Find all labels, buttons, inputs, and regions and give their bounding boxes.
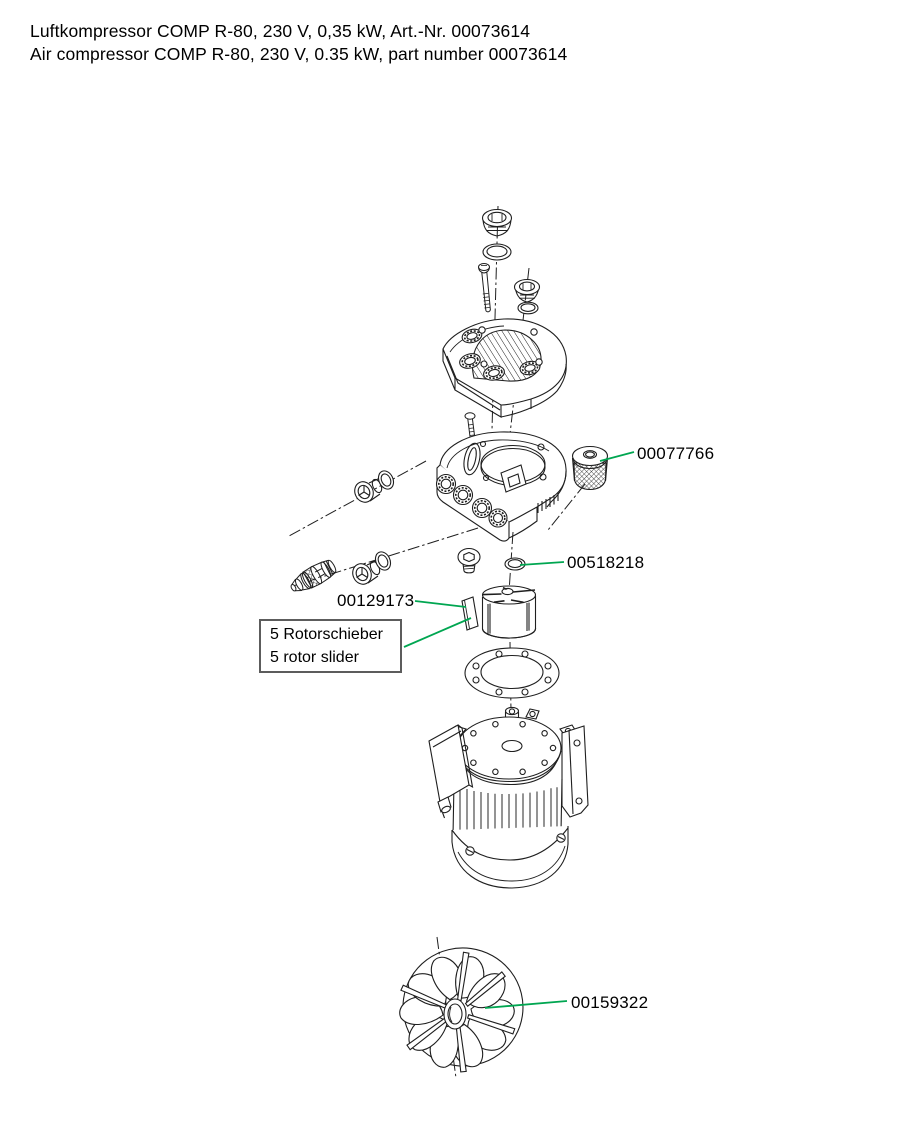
pump-housing [435,431,567,542]
title-german: Luftkompressor COMP R-80, 230 V, 0,35 kW… [30,21,531,41]
title-english: Air compressor COMP R-80, 230 V, 0.35 kW… [30,43,568,64]
screw-plug-upper [354,477,383,503]
fan-spokes [400,951,516,1073]
leader-fan [484,1000,568,1009]
rotor-slider-callout-box: 5 Rotorschieber 5 rotor slider [259,619,402,673]
leader-filter [599,451,635,462]
rotor-slider [461,596,479,631]
exhaust-cap-small [513,278,541,303]
part-number-filter: 00077766 [637,444,715,463]
part-number-oring: 00518218 [567,553,645,572]
hex-plug [457,547,481,574]
flange-gasket [464,647,560,699]
callout-line-english: 5 rotor slider [270,649,359,666]
intake-filter [571,445,609,491]
fan-wheel [399,947,524,1073]
leader-oring [519,561,565,566]
callout-line-german: 5 Rotorschieber [270,626,383,643]
leader-lines [403,451,635,1009]
hose-connector [290,559,337,592]
o-ring-small [504,557,526,571]
exhaust-cap [481,208,513,237]
o-ring-upper [377,470,395,490]
electric-motor [428,706,589,889]
page-title: Luftkompressor COMP R-80, 230 V, 0,35 kW… [30,20,567,65]
sealing-ring-small [517,301,539,315]
o-ring-lower [374,551,392,571]
leader-rotor-slider [414,600,467,608]
screw-plug-lower [352,559,381,585]
sealing-ring-top [482,243,512,261]
rotor [481,585,537,639]
cover-plate [442,318,567,418]
cylinder-bolt [478,263,491,313]
leader-callout-box [403,617,472,648]
part-number-rotor-slider: 00129173 [337,591,415,610]
part-number-fan: 00159322 [571,993,649,1012]
